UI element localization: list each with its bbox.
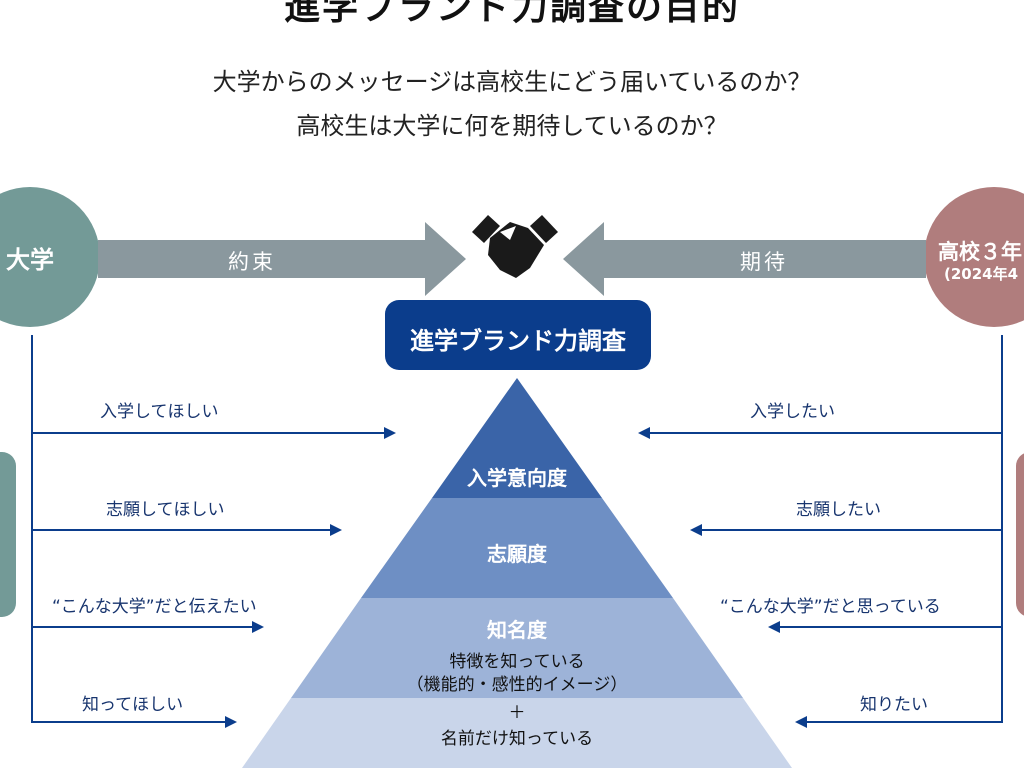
expectation-label: 期待 bbox=[740, 250, 788, 274]
pyramid-level-4 bbox=[242, 698, 792, 768]
left-item-apply: 志願してほしい bbox=[106, 500, 225, 520]
left-item-enroll: 入学してほしい bbox=[100, 402, 219, 422]
survey-label: 進学ブランド力調査 bbox=[410, 327, 626, 355]
connector-lines bbox=[31, 335, 1003, 723]
pyramid-plus: ＋ bbox=[508, 703, 526, 723]
pyramid-level-1 bbox=[432, 378, 602, 498]
right-item-enroll: 入学したい bbox=[750, 402, 835, 422]
page-title: 進学ブランド力調査の目的 bbox=[283, 0, 740, 28]
right-item-apply: 志願したい bbox=[796, 500, 881, 520]
student-label: 高校３年 bbox=[938, 240, 1022, 264]
handshake-icon bbox=[472, 215, 558, 278]
pyramid-level-2 bbox=[361, 498, 673, 598]
pyramid-label-3: 知名度 bbox=[487, 618, 547, 642]
promise-label: 約束 bbox=[228, 250, 276, 274]
subtitle-line-2: 高校生は大学に何を期待しているのか？ bbox=[296, 112, 728, 140]
right-item-know: 知りたい bbox=[860, 695, 928, 715]
pyramid-label-3-sub1: 特徴を知っている bbox=[449, 652, 585, 672]
university-label: 大学 bbox=[6, 246, 54, 274]
right-item-image: “こんな大学”だと思っている bbox=[720, 597, 941, 617]
subtitle-line-1: 大学からのメッセージは高校生にどう届いているのか？ bbox=[212, 68, 812, 96]
survey-box bbox=[385, 300, 651, 370]
expectation-arrow bbox=[563, 222, 926, 296]
pyramid-label-1: 入学意向度 bbox=[467, 466, 567, 490]
pyramid-label-3-sub2: （機能的・感性的イメージ） bbox=[406, 675, 628, 695]
student-date: (2024年4 bbox=[944, 265, 1019, 283]
right-side-box bbox=[1016, 453, 1024, 616]
promise-arrow bbox=[98, 222, 466, 296]
university-circle bbox=[0, 187, 100, 327]
pyramid-label-4: 名前だけ知っている bbox=[440, 729, 594, 749]
left-item-image: “こんな大学”だと伝えたい bbox=[52, 597, 257, 617]
student-circle bbox=[924, 187, 1024, 327]
left-item-know: 知ってほしい bbox=[82, 695, 184, 715]
pyramid-level-3 bbox=[291, 598, 743, 698]
pyramid-label-2: 志願度 bbox=[487, 542, 547, 566]
left-side-box bbox=[0, 452, 16, 617]
arrowheads bbox=[225, 427, 807, 728]
